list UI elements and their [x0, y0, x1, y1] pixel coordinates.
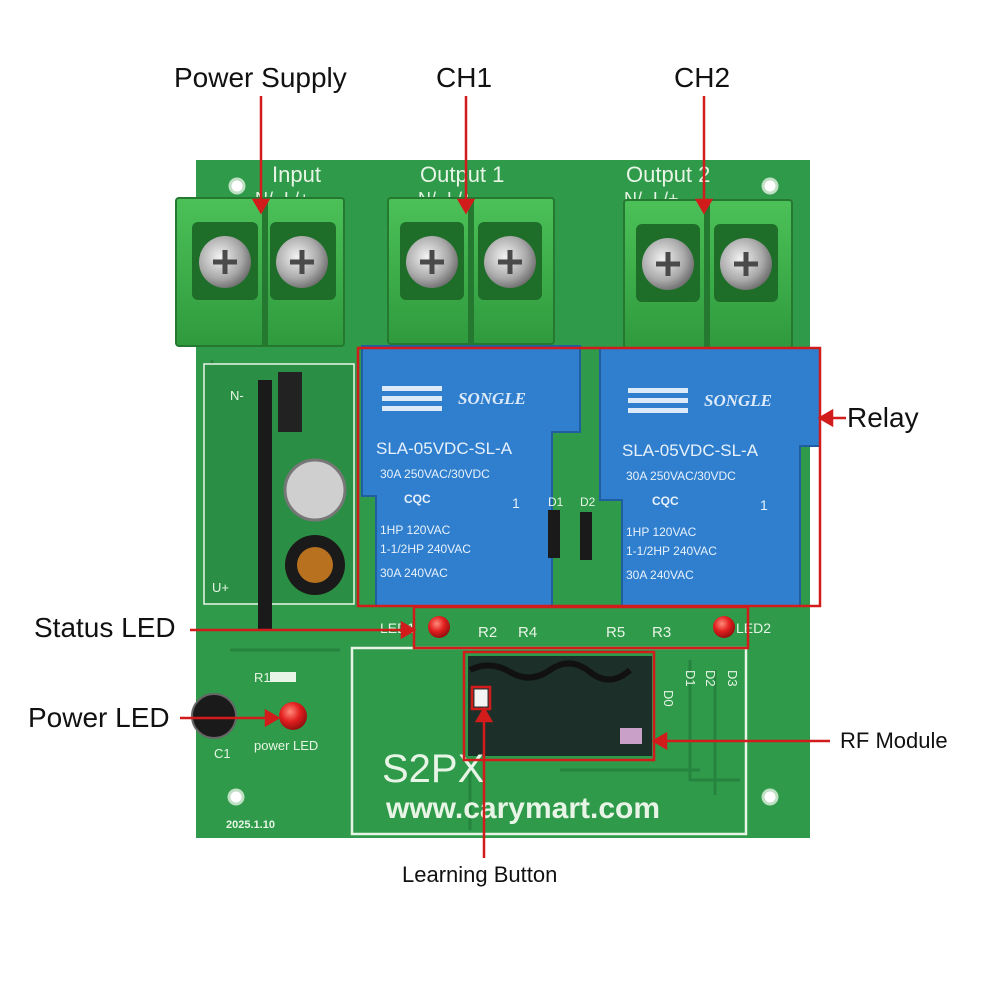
power-led-light — [279, 702, 307, 730]
status-led-row: LED1 R2 R4 R5 R3 LED2 — [380, 616, 771, 641]
silk-date: 2025.1.10 — [226, 819, 275, 831]
relay-1-brand: SONGLE — [458, 389, 526, 408]
relay-2-model: SLA-05VDC-SL-A — [622, 441, 759, 460]
rf-module: D0 D1 D2 D3 — [468, 656, 740, 756]
diodes: D1 D2 — [548, 495, 596, 560]
relay-2-pole: 1 — [760, 497, 768, 513]
callout-relay: Relay — [847, 402, 919, 433]
relay-1-rating: 30A 250VAC/30VDC — [380, 467, 490, 481]
power-led-area: C1 R1 power LED 2025.1.10 — [191, 670, 318, 831]
relay-2-line2: 1-1/2HP 240VAC — [626, 544, 717, 558]
capacitor-c1 — [191, 693, 237, 739]
rf-module-callout-box — [462, 650, 656, 762]
silk-r2: R2 — [478, 624, 497, 641]
callout-arrows — [180, 96, 846, 858]
callout-status-led: Status LED — [34, 612, 176, 643]
terminal-block-output1 — [387, 197, 555, 345]
silk-r1: R1 — [254, 670, 271, 685]
dout-labels: D0 D1 D2 D3 — [661, 670, 740, 707]
terminal-block-output2 — [623, 199, 793, 349]
callout-boxes — [356, 346, 822, 762]
board-model: S2PX — [382, 747, 484, 791]
silk-output2: Output 2 — [626, 162, 710, 187]
learning-button-callout-box — [470, 685, 492, 711]
silk-dout1: D1 — [683, 670, 698, 687]
relay-1-cqc: CQC — [404, 492, 431, 506]
terminal-block-input — [175, 197, 345, 347]
relay-1-line3: 30A 240VAC — [380, 566, 448, 580]
silk-u-plus: U+ — [212, 580, 229, 595]
silk-n-minus: N- — [230, 388, 244, 403]
silk-r4: R4 — [518, 624, 537, 641]
silk-power-led: power LED — [254, 738, 318, 753]
relay-2-cqc: CQC — [652, 494, 679, 508]
silk-r5: R5 — [606, 624, 625, 641]
relay-2-brand: SONGLE — [704, 391, 772, 410]
status-led-2 — [713, 616, 735, 638]
silk-c1: C1 — [214, 746, 231, 761]
relay-1-model: SLA-05VDC-SL-A — [376, 439, 513, 458]
relay-2-rating: 30A 250VAC/30VDC — [626, 469, 736, 483]
silk-input: Input — [272, 162, 321, 187]
callout-rf-module: RF Module — [840, 728, 948, 753]
relay-1-line1: 1HP 120VAC — [380, 523, 451, 537]
songle-logo-icon — [628, 388, 688, 413]
silk-dout2: D2 — [703, 670, 718, 687]
silk-r3: R3 — [652, 624, 671, 641]
silk-d0: D0 — [661, 690, 676, 707]
status-led-1 — [428, 616, 450, 638]
silk-dout3: D3 — [725, 670, 740, 687]
relay-1-line2: 1-1/2HP 240VAC — [380, 542, 471, 556]
silk-d2: D2 — [580, 495, 596, 509]
power-module: N- U+ — [203, 363, 355, 630]
mounting-holes — [227, 177, 779, 806]
board-website: www.carymart.com — [385, 792, 660, 825]
callout-ch2: CH2 — [674, 62, 731, 93]
silk-output1: Output 1 — [420, 162, 504, 187]
callout-ch1: CH1 — [436, 62, 493, 93]
relay-2-line3: 30A 240VAC — [626, 568, 694, 582]
relay-1: SONGLE SLA-05VDC-SL-A 30A 250VAC/30VDC C… — [361, 345, 581, 607]
status-led-callout-box — [412, 605, 750, 650]
silk-d1: D1 — [548, 495, 564, 509]
songle-logo-icon — [382, 386, 442, 411]
relay-2: SONGLE SLA-05VDC-SL-A 30A 250VAC/30VDC C… — [599, 347, 821, 607]
relay-2-line1: 1HP 120VAC — [626, 525, 697, 539]
learning-button — [473, 688, 489, 708]
silk-led2: LED2 — [736, 620, 771, 636]
callout-power-led: Power LED — [28, 702, 170, 733]
callout-learning-button: Learning Button — [402, 862, 558, 887]
callout-power-supply: Power Supply — [174, 62, 347, 93]
relay-1-pole: 1 — [512, 495, 520, 511]
